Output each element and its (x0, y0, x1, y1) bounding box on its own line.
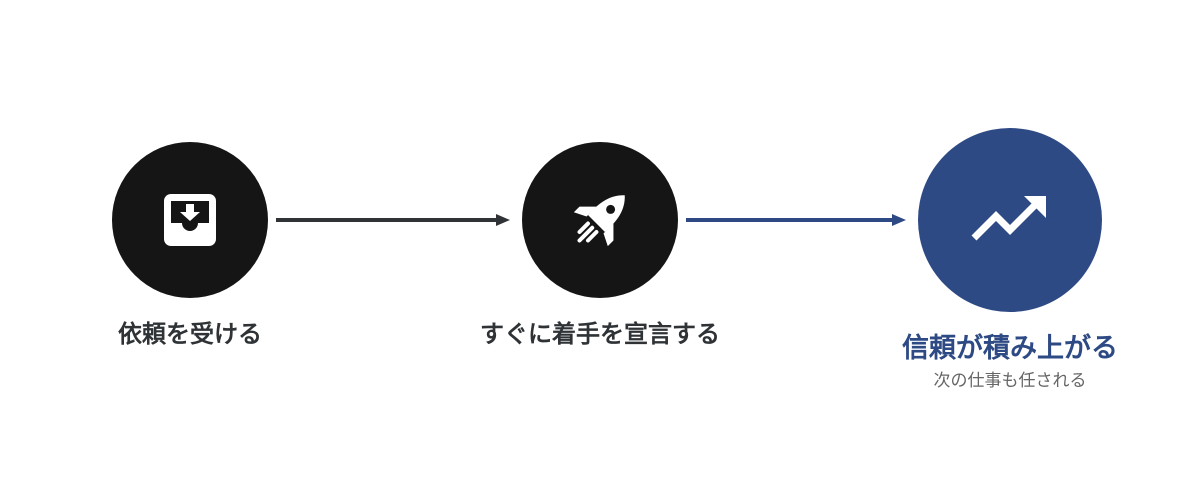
step-2-label: すぐに着手を宣言する (480, 320, 720, 348)
arrow-1-to-2 (276, 214, 510, 226)
step-3-sublabel: 次の仕事も任される (933, 371, 1087, 391)
rocket-icon (573, 195, 625, 247)
arrow-2-to-3 (686, 214, 906, 226)
step-1-label: 依頼を受ける (118, 320, 262, 348)
step-3-label: 信頼が積み上がる (902, 333, 1118, 364)
trending-up-icon (971, 196, 1046, 241)
inbox-download-icon (164, 194, 216, 246)
step-3-circle (918, 128, 1102, 312)
step-1-circle (112, 142, 268, 298)
step-2-circle (522, 142, 678, 298)
